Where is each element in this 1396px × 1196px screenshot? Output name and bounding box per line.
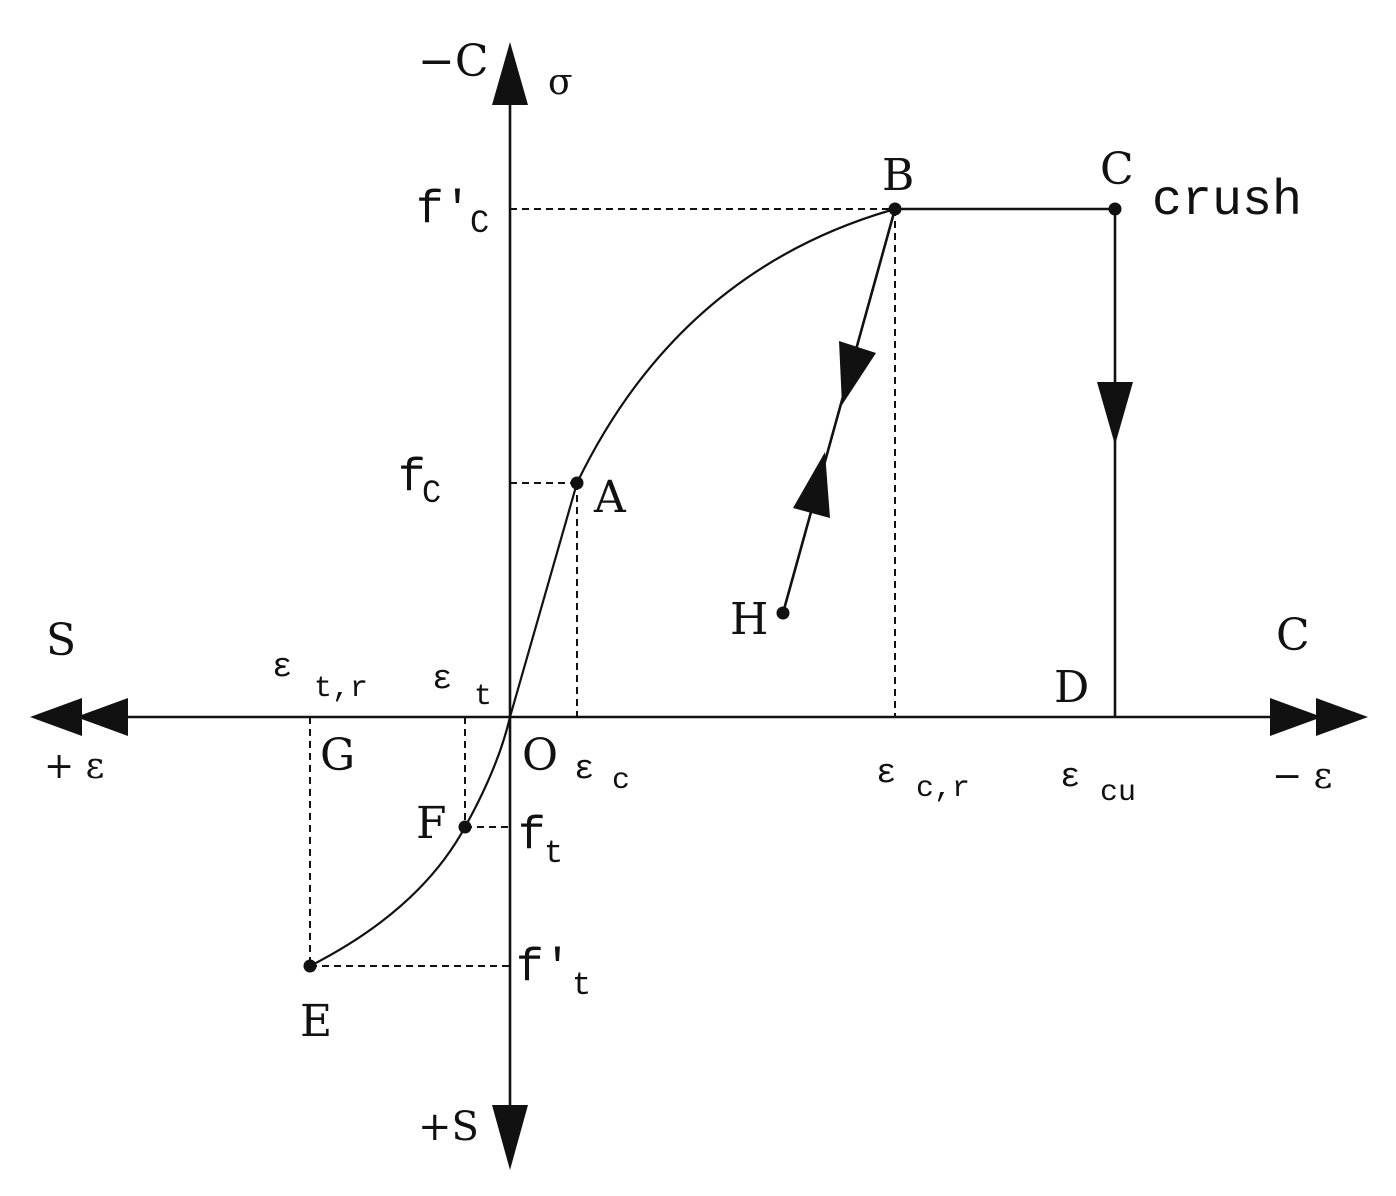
x-right-label: C xyxy=(1276,610,1310,661)
eps-t-sub: t xyxy=(474,680,492,714)
eps-cr-sub: c,r xyxy=(916,772,970,806)
point-f-label: F xyxy=(416,798,447,849)
point-b-label: B xyxy=(882,150,914,201)
point-c-marker xyxy=(1108,202,1122,216)
eps-t-label: ε xyxy=(432,661,452,699)
origin-label: O xyxy=(522,730,558,781)
crush-label: crush xyxy=(1152,173,1302,230)
ft-label-main: f xyxy=(518,810,546,862)
point-f-marker xyxy=(458,820,472,834)
y-bottom-label: +S xyxy=(418,1104,479,1150)
reloading-arrowhead xyxy=(793,452,830,518)
y-top-label: −C xyxy=(418,36,489,87)
point-a-marker xyxy=(570,476,584,490)
eps-tr-label: ε xyxy=(272,649,292,687)
fpc-label-sub: C xyxy=(470,205,489,242)
tension-curve xyxy=(309,716,512,967)
vertical-axis-bottom-arrowhead xyxy=(492,1105,528,1170)
point-c-label: C xyxy=(1100,144,1134,195)
left-arrowhead-outer xyxy=(30,698,82,736)
eps-c-label: ε xyxy=(574,751,594,789)
unloading-arrowhead xyxy=(839,341,876,405)
fpt-label-main: f′ xyxy=(516,942,571,994)
eps-cu-sub: cu xyxy=(1100,776,1136,810)
eps-c-sub: c xyxy=(612,764,630,798)
point-b-marker xyxy=(888,202,902,216)
linear-compression-segment xyxy=(508,482,579,718)
right-arrowhead-outer xyxy=(1316,698,1368,736)
eps-cu-label: ε xyxy=(1060,759,1080,797)
point-g-label: G xyxy=(320,730,355,781)
x-left-label: S xyxy=(46,615,76,666)
sigma-label: σ xyxy=(548,62,573,103)
unload-reload-line xyxy=(781,208,897,614)
vertical-axis-top-arrowhead xyxy=(492,42,528,105)
fpt-label-sub: t xyxy=(572,967,591,1004)
right-arrowhead-inner xyxy=(1270,698,1322,736)
nonlinear-compression-curve xyxy=(576,207,896,484)
fc-label-sub: C xyxy=(422,475,441,512)
point-e-marker xyxy=(303,959,317,973)
eps-tr-sub: t,r xyxy=(314,672,368,706)
point-d-label: D xyxy=(1054,662,1089,713)
point-h-label: H xyxy=(730,594,768,645)
fc-label-main: f xyxy=(398,452,426,504)
fpc-label-main: f′ xyxy=(416,184,471,236)
point-a-label: A xyxy=(593,472,627,523)
eps-cr-label: ε xyxy=(876,755,896,793)
x-left-sign: + ε xyxy=(44,746,104,787)
crush-drop-arrowhead xyxy=(1097,382,1133,445)
left-arrowhead-inner xyxy=(76,698,128,736)
point-h-marker xyxy=(776,606,790,620)
point-e-label: E xyxy=(300,996,332,1047)
x-right-sign: − ε xyxy=(1272,756,1332,797)
ft-label-sub: t xyxy=(544,835,563,872)
